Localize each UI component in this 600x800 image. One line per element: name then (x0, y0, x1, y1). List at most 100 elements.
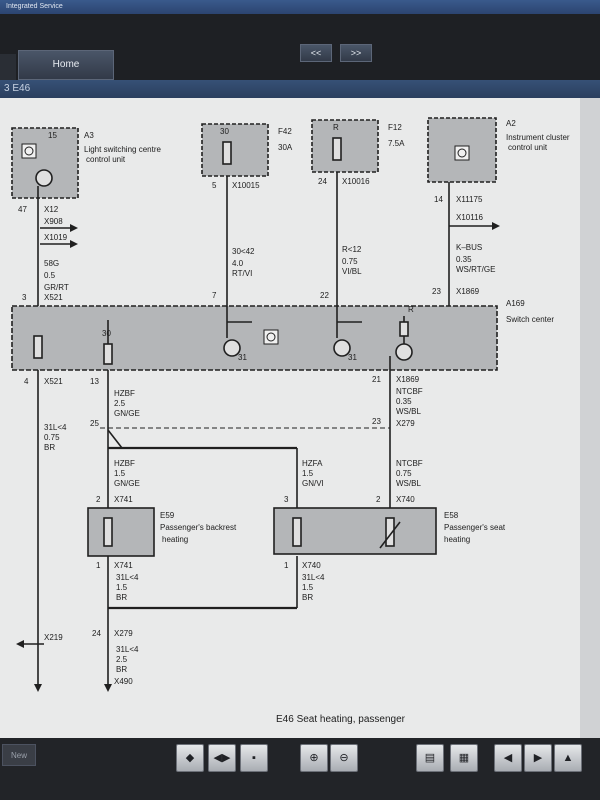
pin-label: 30 (102, 329, 111, 338)
control-unit-icon (21, 143, 37, 159)
wire-size: 2.5 (114, 399, 126, 408)
wire-size: 4.0 (232, 259, 244, 268)
back-button[interactable]: ◀ (494, 744, 522, 772)
a3-desc-line1: Light switching centre (84, 145, 161, 154)
wire-size: 1.5 (116, 583, 128, 592)
wire-color: BR (44, 443, 55, 452)
pin-label: 3 (284, 495, 289, 504)
connector-label: X521 (44, 293, 63, 302)
pin-label: 47 (18, 205, 27, 214)
pin-label: 23 (372, 417, 381, 426)
a169-box (11, 305, 498, 371)
left-nav-strip[interactable] (0, 54, 16, 84)
right-scroll-edge[interactable] (580, 98, 600, 738)
connector-label: X11175 (456, 195, 483, 204)
zoom-in-icon: ⊕ (309, 752, 319, 764)
a2-desc-line2: control unit (508, 143, 548, 152)
e58-desc-line2: heating (444, 535, 470, 544)
pin-label: 22 (320, 291, 329, 300)
e59-label: E59 (160, 511, 175, 520)
pin-label: 14 (434, 195, 443, 204)
e58-label: E58 (444, 511, 459, 520)
connector-label: X741 (114, 495, 133, 504)
print-button[interactable]: ▦ (450, 744, 478, 772)
fit-width-icon: ◀▶ (213, 752, 231, 764)
pin-label: 4 (24, 377, 29, 386)
wire-color: GN/VI (302, 479, 324, 488)
wire-color: VI/BL (342, 267, 362, 276)
pin-label: R (408, 305, 414, 314)
connector-label: X521 (44, 377, 63, 386)
next-page-button[interactable]: >> (340, 44, 372, 62)
wire-color: GN/GE (114, 479, 140, 488)
wire-label: 58G (44, 259, 59, 268)
pin-label: 1 (96, 561, 101, 570)
up-button[interactable]: ▲ (554, 744, 582, 772)
switch-center-icon (263, 329, 279, 345)
pin-label: 2 (376, 495, 381, 504)
wire-color: WS/BL (396, 407, 421, 416)
wire-size: 0.75 (44, 433, 60, 442)
zoom-out-button[interactable]: ⊖ (330, 744, 358, 772)
print-preview-icon: ▤ (424, 752, 436, 764)
print-icon: ▦ (458, 752, 470, 764)
connector-label: X279 (114, 629, 133, 638)
document-path-bar: 3 E46 (0, 80, 600, 98)
fit-page-button[interactable]: ◆ (176, 744, 204, 772)
a3-box (11, 127, 79, 199)
wire-label: R<12 (342, 245, 362, 254)
wire-label: HZBF (114, 389, 135, 398)
pin-label: 23 (432, 287, 441, 296)
e58-desc-line1: Passenger's seat (444, 523, 506, 532)
wire-size: 1.5 (302, 469, 314, 478)
connector-label: X740 (396, 495, 415, 504)
f42-pin-label: 30 (220, 127, 229, 136)
wire-color: WS/RT/GE (456, 265, 495, 274)
a2-label: A2 (506, 119, 516, 128)
pin-label: 24 (318, 177, 327, 186)
connector-label: X741 (114, 561, 133, 570)
wire-size: 1.5 (114, 469, 126, 478)
a2-desc-line1: Instrument cluster (506, 133, 570, 142)
wire-color: WS/BL (396, 479, 421, 488)
wire-label: NTCBF (396, 387, 423, 396)
pin-label: 13 (90, 377, 99, 386)
wire-color: BR (302, 593, 313, 602)
wire-color: BR (116, 593, 127, 602)
connector-label: X1869 (456, 287, 480, 296)
new-button[interactable]: New (2, 744, 36, 766)
actual-size-button[interactable]: ▪ (240, 744, 268, 772)
pin-label: 3 (22, 293, 27, 302)
connector-label: X10116 (456, 213, 484, 222)
fit-width-button[interactable]: ◀▶ (208, 744, 236, 772)
f12-pin-label: R (333, 123, 339, 132)
pin-label: 25 (90, 419, 99, 428)
e59-desc-line2: heating (162, 535, 188, 544)
print-preview-button[interactable]: ▤ (416, 744, 444, 772)
home-button[interactable]: Home (18, 50, 114, 80)
zoom-in-button[interactable]: ⊕ (300, 744, 328, 772)
f12-box (311, 119, 379, 173)
wire-size: 0.5 (44, 271, 56, 280)
pin-label: 21 (372, 375, 381, 384)
f12-label: F12 (388, 123, 402, 132)
wire-label: 31L<4 (302, 573, 325, 582)
wire-size: 0.35 (396, 397, 412, 406)
instrument-cluster-icon (454, 145, 470, 161)
forward-arrow-icon: ▶ (533, 752, 543, 764)
forward-button[interactable]: ▶ (524, 744, 552, 772)
wire-size: 0.75 (342, 257, 358, 266)
wire-size: 1.5 (302, 583, 314, 592)
wire-label: HZFA (302, 459, 323, 468)
pin-label: 5 (212, 181, 217, 190)
zoom-out-icon: ⊖ (339, 752, 349, 764)
wire-label: HZBF (114, 459, 135, 468)
pin-label: 24 (92, 629, 101, 638)
connector-label: X10015 (232, 181, 260, 190)
wire-color: BR (116, 665, 127, 674)
diagram-caption: E46 Seat heating, passenger (276, 714, 406, 725)
connector-label: X12 (44, 205, 59, 214)
connector-label: X219 (44, 633, 63, 642)
previous-page-button[interactable]: << (300, 44, 332, 62)
up-arrow-icon: ▲ (562, 752, 574, 764)
